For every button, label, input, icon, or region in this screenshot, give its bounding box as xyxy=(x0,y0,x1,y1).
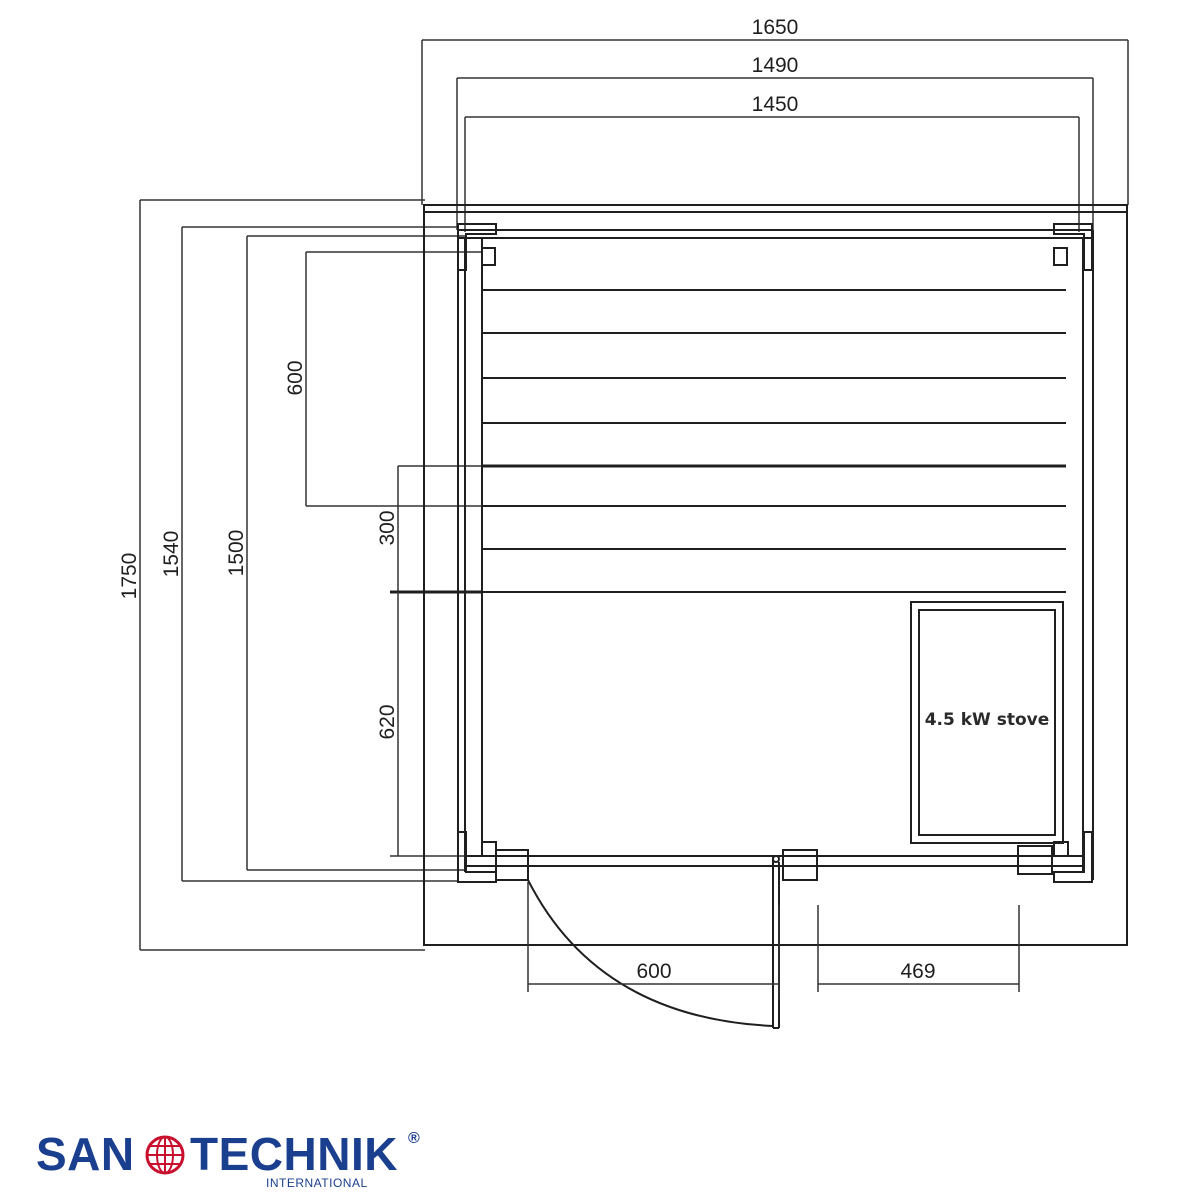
label-inner-depth: 1500 xyxy=(225,530,248,577)
dimension-inner-width: 1450 xyxy=(464,93,1080,232)
brand-logo: SAN TECHNIK ® INTERNATIONAL xyxy=(36,1128,436,1192)
corner-post-top-left xyxy=(457,223,497,271)
logo-text-san: SAN xyxy=(36,1128,135,1180)
label-outer-width: 1650 xyxy=(752,16,799,39)
label-upper-bench: 600 xyxy=(284,360,307,395)
dimension-bench-to-wall: 620 xyxy=(376,592,482,857)
dimension-side-glass: 469 xyxy=(817,905,1020,992)
dimension-lower-bench: 300 xyxy=(376,465,482,594)
cabin-walls xyxy=(457,229,1094,880)
globe-icon xyxy=(145,1135,185,1175)
dimension-cabin-width: 1490 xyxy=(456,54,1094,230)
dimension-door-width: 600 xyxy=(527,882,780,1000)
dimension-outer-width: 1650 xyxy=(421,16,1129,205)
logo-registered-mark: ® xyxy=(408,1130,420,1147)
dimension-outer-depth: 1750 xyxy=(118,199,425,951)
dimension-cabin-depth: 1540 xyxy=(160,226,458,882)
bench-slats xyxy=(482,289,1066,593)
logo-text-technik: TECHNIK xyxy=(190,1128,398,1180)
door-swing-arc xyxy=(527,879,774,1027)
door xyxy=(495,849,818,1029)
label-bench-to-wall: 620 xyxy=(376,704,399,739)
dimension-upper-bench: 600 xyxy=(284,251,482,507)
label-door-width: 600 xyxy=(636,960,671,983)
outer-platform xyxy=(423,204,1128,946)
label-inner-width: 1450 xyxy=(752,93,799,116)
logo-subtitle: INTERNATIONAL xyxy=(266,1176,368,1190)
label-cabin-depth: 1540 xyxy=(160,531,183,578)
label-side-glass: 469 xyxy=(900,960,935,983)
stove: 4.5 kW stove xyxy=(910,601,1064,844)
label-cabin-width: 1490 xyxy=(752,54,799,77)
label-lower-bench: 300 xyxy=(376,510,399,545)
corner-post-top-right xyxy=(1053,223,1093,271)
label-outer-depth: 1750 xyxy=(118,553,141,600)
dimension-inner-depth: 1500 xyxy=(225,235,465,871)
stove-label: 4.5 kW stove xyxy=(925,710,1050,730)
